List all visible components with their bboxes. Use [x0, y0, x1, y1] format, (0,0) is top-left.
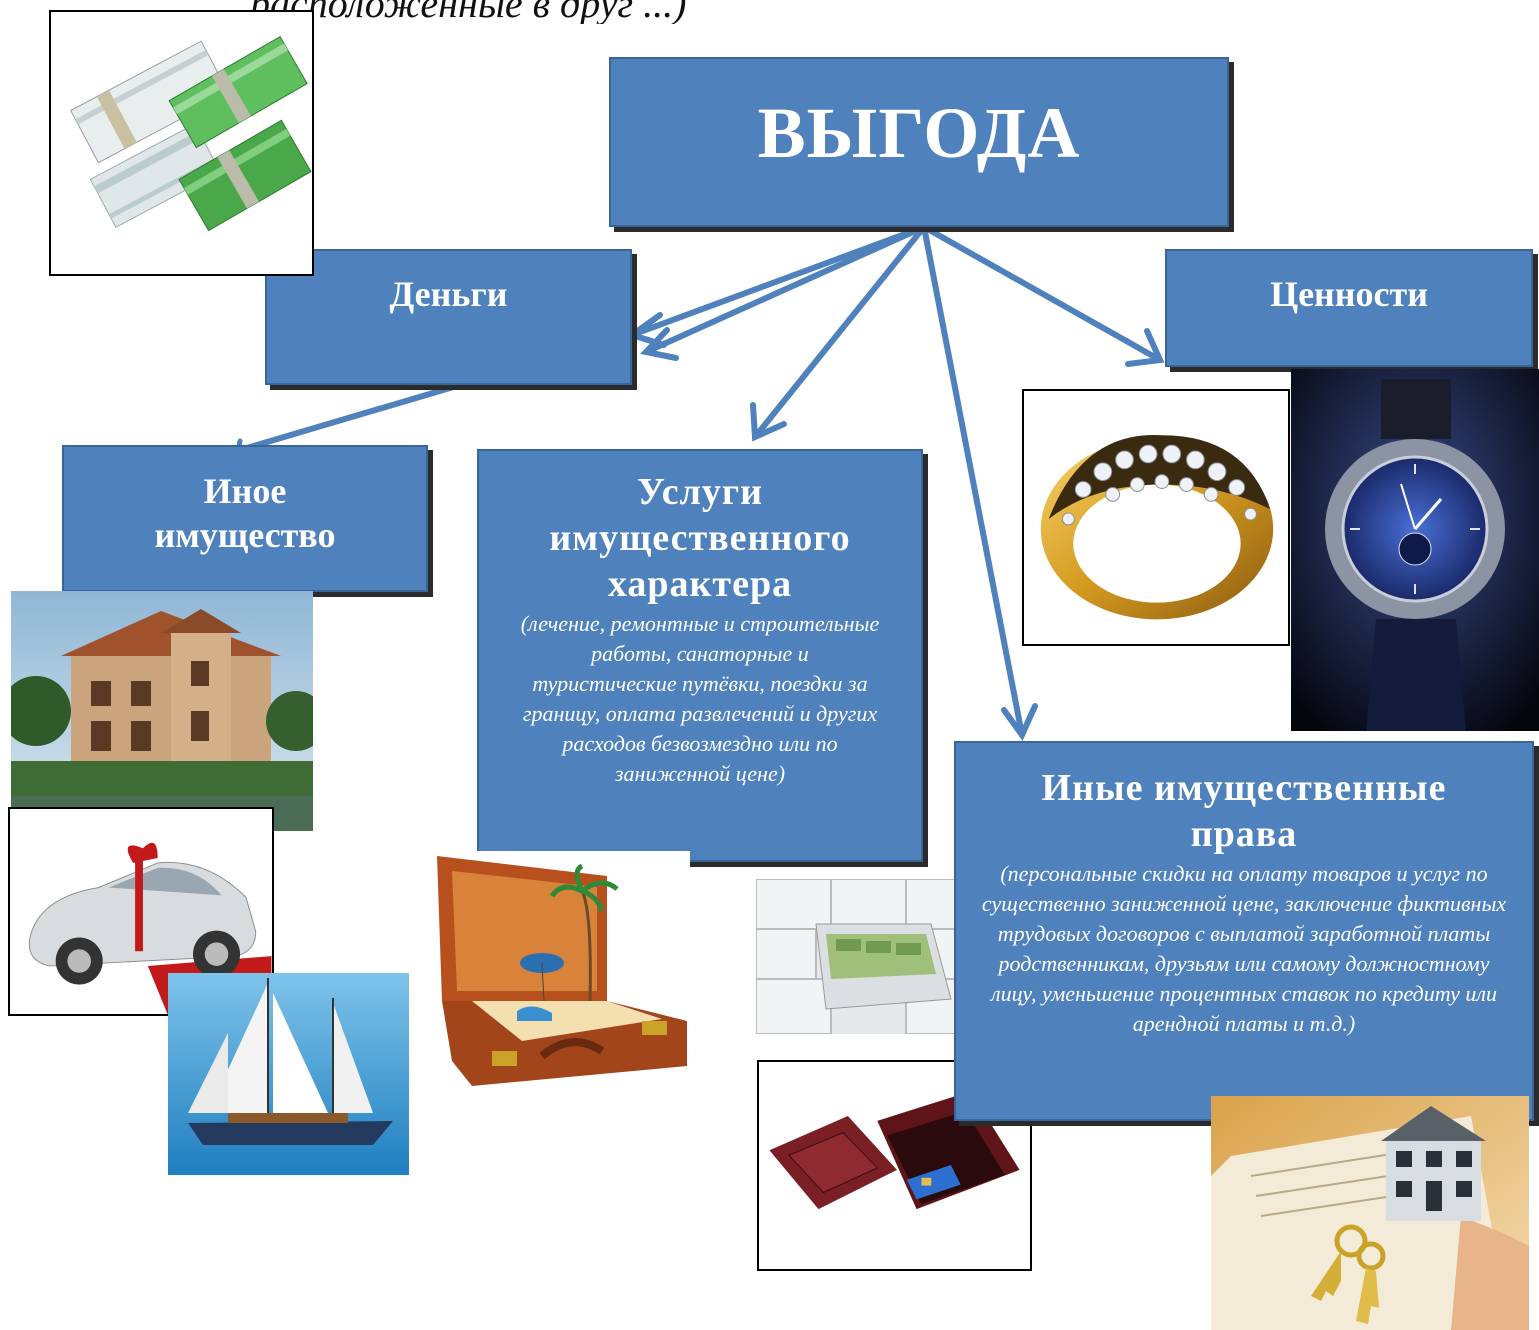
top-text-fragment: расположенные в друг ...) [250, 0, 687, 24]
main-box: ВЫГОДА [609, 57, 1229, 227]
money-box: Деньги [265, 249, 632, 385]
money-stack-image [49, 10, 314, 276]
rights-box: Иные имущественные права (персональные с… [954, 741, 1534, 1121]
arrow-to-rights-head [1001, 703, 1038, 741]
luxury-watch-image [1291, 369, 1539, 731]
sailing-yacht-image [168, 973, 409, 1175]
safe-deposit-drawer-image [756, 879, 982, 1034]
arrow-to-services-head [750, 402, 787, 442]
arrow-to-values-head [1125, 328, 1165, 367]
rights-title: Иные имущественные права [1041, 767, 1447, 855]
arrow-to-values [921, 224, 1163, 363]
arrow-to-money-2 [643, 224, 927, 355]
main-title: ВЫГОДА [757, 93, 1081, 173]
money-label: Деньги [389, 274, 508, 314]
arrow-to-money-2-head [640, 327, 679, 361]
line-money-to-property [237, 382, 463, 453]
rights-description: (персональные скидки на оплату товаров и… [981, 861, 1507, 1036]
values-label: Ценности [1270, 274, 1428, 314]
arrow-to-services [752, 224, 927, 440]
arrow-to-money-1-head [625, 312, 667, 348]
property-label: Иное имущество [154, 471, 336, 555]
house-model-keys-image [1211, 1096, 1529, 1330]
services-box: Услуги имущественного характера (лечение… [477, 449, 923, 862]
services-description: (лечение, ремонтные и строительные работ… [520, 611, 880, 786]
suitcase-beach-image [432, 851, 690, 1091]
villa-image [11, 591, 313, 831]
property-box: Иное имущество [62, 445, 428, 592]
gold-diamond-ring-image [1022, 389, 1290, 646]
arrow-to-money-1 [629, 224, 927, 338]
arrow-to-rights [921, 224, 1025, 738]
services-title: Услуги имущественного характера [549, 471, 851, 605]
values-box: Ценности [1165, 249, 1533, 367]
